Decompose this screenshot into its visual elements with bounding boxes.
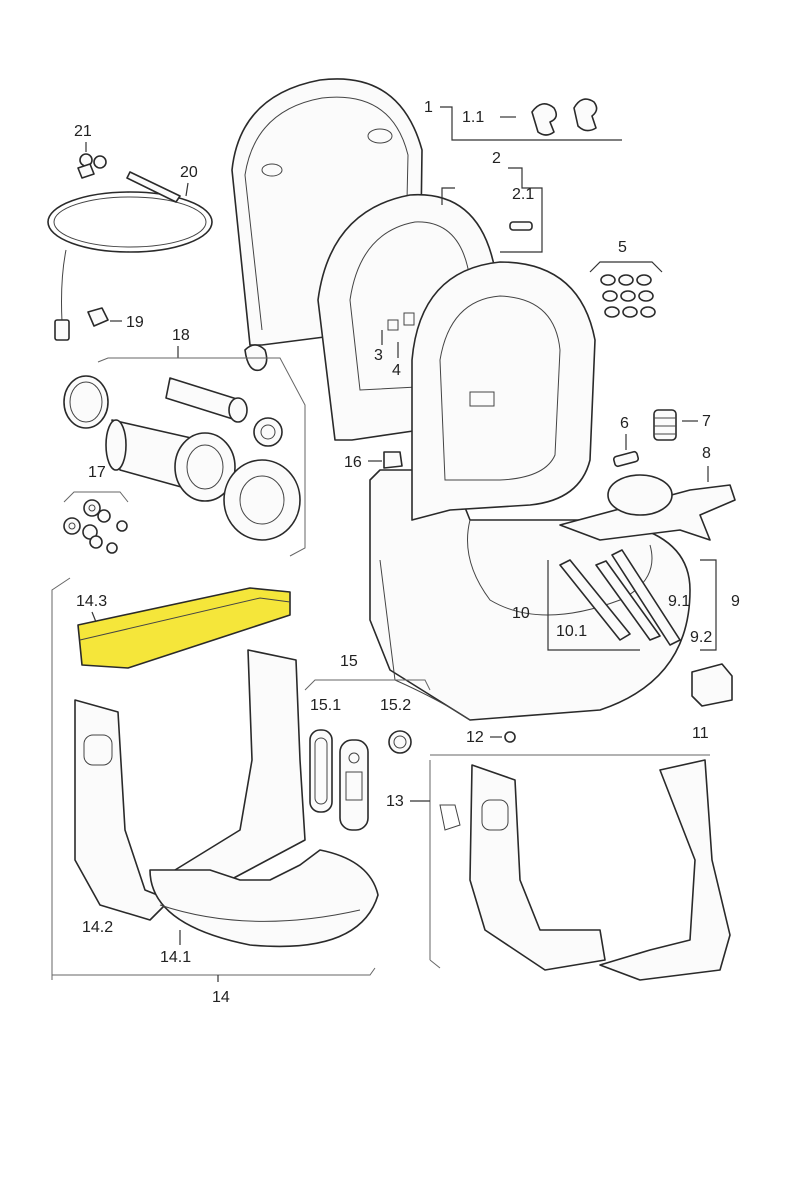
label-14: 14 [212, 989, 230, 1006]
label-18: 18 [172, 327, 190, 344]
label-20: 20 [180, 164, 198, 181]
label-11: 11 [692, 725, 709, 742]
part-16-clip[interactable] [383, 451, 403, 469]
part-20-hose[interactable] [47, 171, 213, 341]
label-14-3: 14.3 [76, 593, 107, 610]
label-15-1: 15.1 [310, 697, 341, 714]
label-15-2: 15.2 [380, 697, 411, 714]
part-5-buffers[interactable] [600, 274, 656, 318]
part-8-bracket[interactable] [559, 474, 736, 541]
label-1-1: 1.1 [462, 109, 484, 126]
label-15: 15 [340, 653, 358, 670]
part-15-remote-control[interactable] [339, 739, 369, 831]
seat-ring-open [411, 261, 596, 521]
label-9-1: 9.1 [668, 593, 690, 610]
part-17-washers[interactable] [63, 499, 128, 554]
label-14-1: 14.1 [160, 949, 191, 966]
label-2: 2 [492, 150, 501, 167]
label-2-1: 2.1 [512, 186, 534, 203]
part-6-pin[interactable] [612, 450, 640, 468]
label-19: 19 [126, 314, 144, 331]
label-9: 9 [731, 593, 740, 610]
label-13: 13 [386, 793, 404, 810]
part-13-side-panels[interactable] [439, 759, 731, 981]
part-21-fittings[interactable] [77, 153, 107, 179]
label-1: 1 [424, 99, 433, 116]
label-16: 16 [344, 454, 362, 471]
label-10: 10 [512, 605, 530, 622]
label-14-2: 14.2 [82, 919, 113, 936]
label-6: 6 [620, 415, 629, 432]
label-4: 4 [392, 362, 401, 379]
label-9-2: 9.2 [690, 629, 712, 646]
label-7: 7 [702, 413, 711, 430]
label-12: 12 [466, 729, 484, 746]
part-7-nozzle[interactable] [653, 409, 677, 441]
part-14-1-base-tray[interactable] [149, 849, 379, 948]
label-17: 17 [88, 464, 106, 481]
part-1-1-hinge-clips[interactable] [531, 98, 598, 136]
label-3: 3 [374, 347, 383, 364]
part-10-damper[interactable] [559, 559, 631, 641]
part-12-screw[interactable] [504, 731, 516, 743]
label-5: 5 [618, 239, 627, 256]
part-2-1-pin[interactable] [509, 221, 533, 231]
part-18-connection-set[interactable] [63, 375, 301, 541]
part-14-3-cover-highlighted[interactable] [77, 587, 291, 669]
part-11-block[interactable] [691, 663, 733, 707]
part-19-connector[interactable] [87, 307, 109, 327]
label-10-1: 10.1 [556, 623, 587, 640]
part-15-2-magnet-disc[interactable] [388, 730, 412, 754]
label-21: 21 [74, 123, 92, 140]
part-15-1-remote-holder[interactable] [309, 729, 333, 813]
part-9-dampers[interactable] [595, 549, 681, 646]
label-8: 8 [702, 445, 711, 462]
